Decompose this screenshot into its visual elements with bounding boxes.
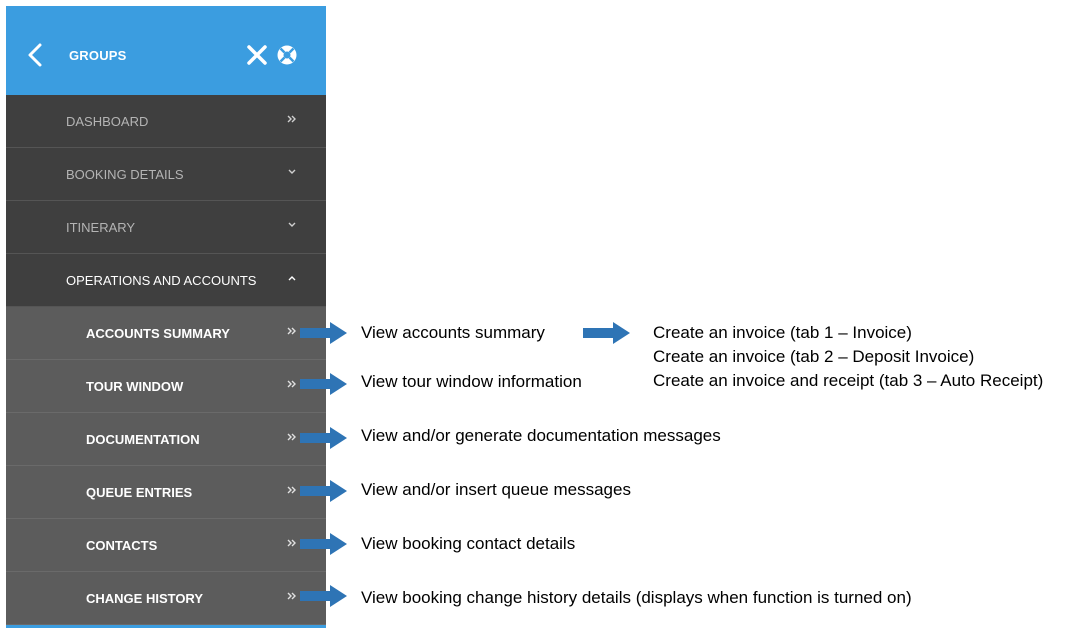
sidebar-item-label: BOOKING DETAILS	[66, 167, 184, 182]
sidebar-item-label: ITINERARY	[66, 220, 136, 235]
sidebar-menu: DASHBOARD BOOKING DETAILS ITINERARY OPER…	[6, 95, 326, 625]
arrow-right-icon	[300, 480, 347, 502]
sidebar-header: GROUPS	[6, 6, 326, 95]
chevron-down-icon	[288, 222, 296, 227]
arrow-right-icon	[300, 533, 347, 555]
sidebar-subitem-contacts[interactable]: CONTACTS	[6, 519, 326, 572]
annotation-invoice-option: Create an invoice and receipt (tab 3 – A…	[653, 371, 1044, 390]
sidebar-item-label: DASHBOARD	[66, 114, 149, 129]
annotation-queue-entries: View and/or insert queue messages	[361, 480, 631, 499]
double-chevron-right-icon	[287, 433, 296, 441]
sidebar-subitem-documentation[interactable]: DOCUMENTATION	[6, 413, 326, 466]
arrow-right-icon	[300, 427, 347, 449]
sidebar-item-label: OPERATIONS AND ACCOUNTS	[66, 273, 257, 288]
sidebar-item-label: CHANGE HISTORY	[86, 591, 204, 606]
double-chevron-right-icon	[287, 486, 296, 494]
sidebar-subitem-tour-window[interactable]: TOUR WINDOW	[6, 360, 326, 413]
sidebar-item-booking-details[interactable]: BOOKING DETAILS	[6, 148, 326, 201]
sidebar-item-label: CONTACTS	[86, 538, 158, 553]
arrow-right-icon	[300, 585, 347, 607]
close-icon[interactable]	[246, 44, 268, 66]
header-title: GROUPS	[69, 48, 127, 63]
sidebar-subitem-change-history[interactable]: CHANGE HISTORY	[6, 572, 326, 625]
double-chevron-right-icon	[287, 380, 296, 388]
arrow-right-icon	[300, 322, 347, 344]
annotation-tour-window: View tour window information	[361, 372, 582, 391]
annotation-accounts-summary: View accounts summary	[361, 323, 545, 342]
double-chevron-right-icon	[287, 539, 296, 547]
help-icon[interactable]	[276, 44, 298, 66]
chevron-up-icon	[288, 276, 296, 281]
sidebar-subitem-accounts-summary[interactable]: ACCOUNTS SUMMARY	[6, 307, 326, 360]
annotation-invoice-option: Create an invoice (tab 2 – Deposit Invoi…	[653, 347, 975, 366]
double-chevron-right-icon	[287, 115, 296, 123]
chevron-left-icon[interactable]	[26, 42, 44, 68]
sidebar-footer-line	[6, 625, 326, 628]
sidebar-item-dashboard[interactable]: DASHBOARD	[6, 95, 326, 148]
annotation-documentation: View and/or generate documentation messa…	[361, 426, 721, 445]
annotation-contacts: View booking contact details	[361, 534, 576, 553]
sidebar-item-label: TOUR WINDOW	[86, 379, 184, 394]
double-chevron-right-icon	[287, 592, 296, 600]
annotation-change-history: View booking change history details (dis…	[361, 588, 912, 607]
groups-sidebar: GROUPS DASHBOARD BOOKING DETAILS	[6, 6, 326, 628]
sidebar-item-label: ACCOUNTS SUMMARY	[86, 326, 230, 341]
sidebar-item-itinerary[interactable]: ITINERARY	[6, 201, 326, 254]
sidebar-item-label: QUEUE ENTRIES	[86, 485, 193, 500]
annotation-invoice-option: Create an invoice (tab 1 – Invoice)	[653, 323, 912, 342]
double-chevron-right-icon	[287, 327, 296, 335]
sidebar-subitem-queue-entries[interactable]: QUEUE ENTRIES	[6, 466, 326, 519]
arrow-right-icon	[583, 322, 630, 344]
chevron-down-icon	[288, 169, 296, 174]
sidebar-item-operations-and-accounts[interactable]: OPERATIONS AND ACCOUNTS	[6, 254, 326, 307]
sidebar-item-label: DOCUMENTATION	[86, 432, 200, 447]
arrow-right-icon	[300, 373, 347, 395]
